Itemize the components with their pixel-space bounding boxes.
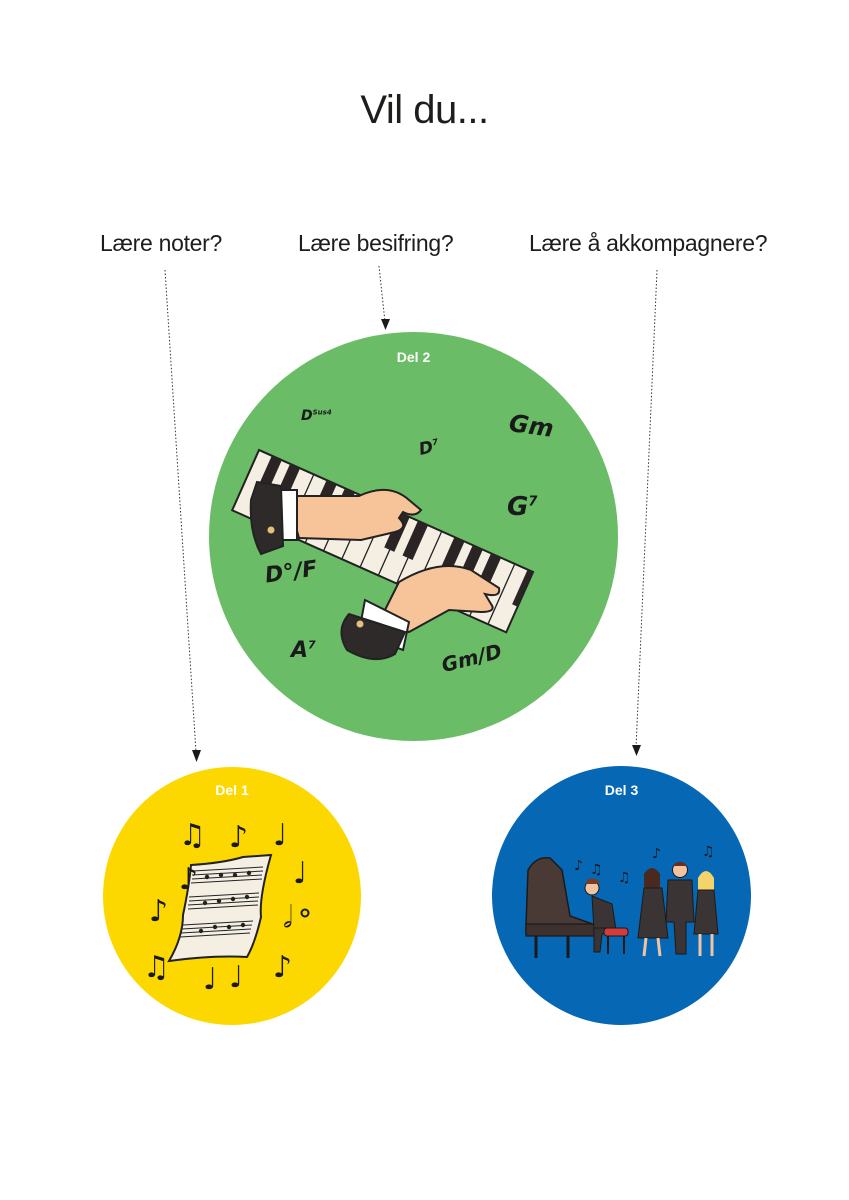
- music-note-icon: ♫: [702, 844, 715, 860]
- arrow-chords-to-del2: [378, 265, 386, 323]
- page-title: Vil du...: [360, 88, 489, 132]
- arrowhead-icon: [381, 319, 390, 330]
- part-3-circle[interactable]: Del 3 ♪ ♫ ♫ ♪: [492, 766, 751, 1025]
- chord-a7: A7: [291, 638, 316, 663]
- chord-dsus4: DSus4: [301, 408, 332, 424]
- beamed-eighth-notes-icon: ♫: [143, 950, 170, 985]
- question-accompany: Lære å akkompagnere?: [529, 230, 768, 256]
- question-notes: Lære noter?: [100, 230, 222, 256]
- eighth-note-icon: ♪: [273, 950, 292, 985]
- part-3-label: Del 3: [604, 782, 639, 798]
- quarter-note-icon: ♩: [293, 856, 307, 891]
- arrow-notes-to-del1: [164, 269, 197, 753]
- eighth-note-icon: ♪: [149, 894, 168, 929]
- music-note-icon: ♪: [652, 846, 661, 862]
- beamed-eighth-notes-icon: ♫: [179, 818, 206, 853]
- question-chords: Lære besifring?: [298, 230, 454, 256]
- arrowhead-icon: [632, 745, 641, 756]
- arrowhead-icon: [192, 750, 201, 762]
- quarter-note-icon: ♩: [229, 960, 243, 995]
- arrow-accompany-to-del3: [635, 269, 658, 749]
- accompaniment-illustration: ♪ ♫ ♫ ♪ ♫: [525, 844, 719, 958]
- eighth-note-icon: ♪: [179, 862, 198, 897]
- music-note-icon: ♪: [574, 858, 583, 874]
- music-note-icon: ♫: [618, 870, 631, 886]
- sheet-music-illustration: ♫ ♪ ♩ ♪ ♩ ♪ 𝅗𝅥 ♫ ♩ ♩ ♪: [143, 818, 310, 997]
- music-note-icon: ♫: [590, 862, 603, 878]
- part-1-circle[interactable]: Del 1 ♫ ♪ ♩ ♪ ♩ ♪ 𝅗𝅥 ♫ ♩ ♩: [103, 767, 361, 1025]
- chord-g7: G7: [507, 492, 538, 522]
- part-2-label: Del 2: [396, 349, 431, 365]
- quarter-note-icon: ♩: [273, 818, 287, 853]
- part-2-circle[interactable]: Del 2 DSus4 D7 Gm G7 D°/F A7 Gm/D: [209, 332, 618, 741]
- quarter-note-icon: ♩: [203, 962, 217, 997]
- piano-hands-illustration: [230, 448, 535, 661]
- eighth-note-icon: ♪: [229, 820, 248, 855]
- half-note-icon: 𝅗𝅥: [283, 900, 293, 935]
- part-1-label: Del 1: [215, 782, 249, 798]
